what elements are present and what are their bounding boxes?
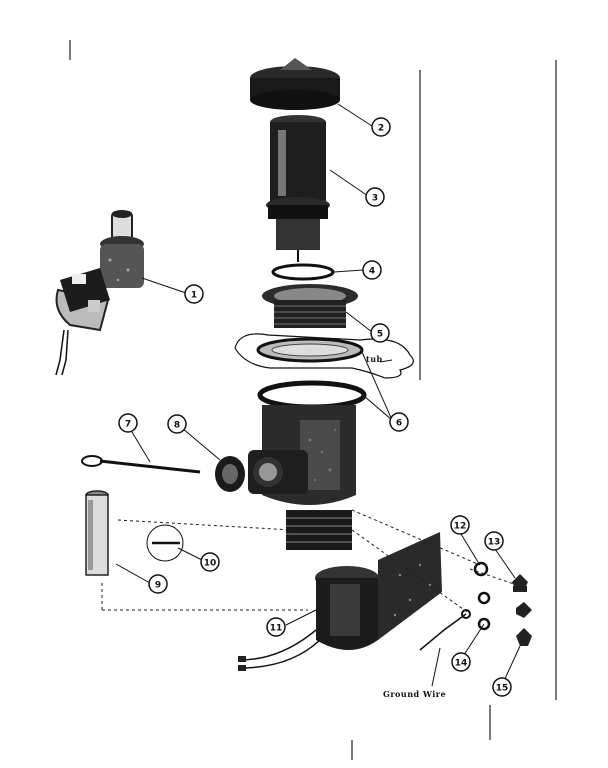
svg-text:5: 5 — [377, 330, 383, 340]
part-pin — [146, 524, 184, 562]
callout-12: 12 — [450, 515, 470, 535]
svg-text:8: 8 — [174, 421, 180, 431]
part-motor — [238, 566, 379, 671]
svg-text:15: 15 — [496, 684, 509, 694]
part-knob — [215, 456, 245, 492]
callout-15: 15 — [492, 677, 512, 697]
ground-wire-label: Ground Wire — [383, 689, 446, 699]
part-rod — [81, 455, 201, 474]
part-sleeve — [85, 490, 109, 576]
svg-text:11: 11 — [270, 624, 283, 634]
callout-6: 6 — [389, 412, 409, 432]
part-flange — [262, 284, 358, 328]
svg-text:6: 6 — [396, 419, 402, 429]
callouts: 1 2 3 4 5 6 7 8 9 10 11 12 13 14 15 — [118, 117, 512, 697]
callout-7: 7 — [118, 413, 138, 433]
svg-text:9: 9 — [155, 581, 161, 591]
leader-lines — [115, 103, 521, 687]
callout-3: 3 — [365, 187, 385, 207]
tub-outline — [234, 333, 414, 379]
svg-text:2: 2 — [378, 124, 384, 134]
drain-body — [248, 405, 356, 550]
callout-2: 2 — [371, 117, 391, 137]
callout-10: 10 — [200, 552, 220, 572]
assembly-dashed-lines — [101, 509, 515, 615]
callout-9: 9 — [148, 574, 168, 594]
page-border-lines — [69, 40, 557, 760]
svg-text:1: 1 — [191, 291, 197, 301]
svg-text:13: 13 — [488, 538, 501, 548]
callout-4: 4 — [362, 260, 382, 280]
svg-text:14: 14 — [455, 659, 468, 669]
part-gaskets — [256, 337, 367, 410]
callout-13: 13 — [484, 531, 504, 551]
tub-label: tub — [366, 354, 383, 364]
part-o-ring — [271, 263, 335, 281]
svg-text:3: 3 — [372, 194, 378, 204]
callout-8: 8 — [167, 414, 187, 434]
part-cap — [250, 58, 340, 110]
callout-1: 1 — [184, 284, 204, 304]
svg-text:10: 10 — [204, 559, 217, 569]
part-hardware — [419, 561, 532, 651]
part-plunger-tube — [266, 115, 330, 262]
mounting-bracket — [378, 532, 442, 640]
svg-text:12: 12 — [454, 522, 467, 532]
callout-11: 11 — [266, 617, 286, 637]
callout-14: 14 — [451, 652, 471, 672]
svg-text:4: 4 — [369, 267, 375, 277]
callout-5: 5 — [370, 323, 390, 343]
svg-text:7: 7 — [125, 420, 131, 430]
part-valve-assembly — [55, 210, 144, 376]
